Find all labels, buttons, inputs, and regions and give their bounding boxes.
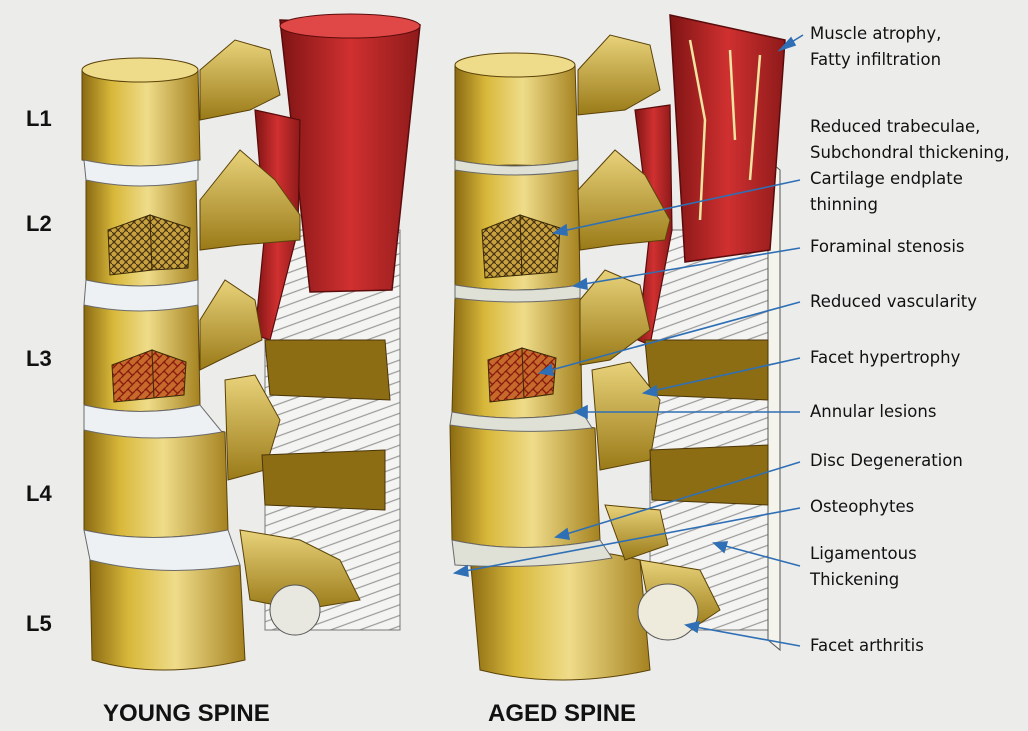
- annotation-facet-arthritis: Facet arthritis: [810, 633, 924, 659]
- level-label-l4: L4: [26, 481, 52, 507]
- annotation-disc-degeneration: Disc Degeneration: [810, 448, 963, 474]
- young-spine-title: YOUNG SPINE: [103, 700, 270, 728]
- level-label-l3: L3: [26, 346, 52, 372]
- level-label-l1: L1: [26, 106, 52, 132]
- annotation-ligamentous-thickening: Ligamentous Thickening: [810, 541, 917, 593]
- annotation-muscle-atrophy: Muscle atrophy, Fatty infiltration: [810, 21, 941, 73]
- annotation-vascularity: Reduced vascularity: [810, 289, 977, 315]
- level-label-l2: L2: [26, 211, 52, 237]
- young-spine: [82, 14, 420, 670]
- aged-spine: [450, 15, 785, 680]
- annotation-annular-lesions: Annular lesions: [810, 399, 936, 425]
- annotation-trabeculae: Reduced trabeculae, Subchondral thickeni…: [810, 114, 1010, 218]
- annotation-foraminal-stenosis: Foraminal stenosis: [810, 234, 965, 260]
- annotation-facet-hypertrophy: Facet hypertrophy: [810, 345, 960, 371]
- annotation-osteophytes: Osteophytes: [810, 494, 914, 520]
- aged-muscle: [670, 15, 785, 262]
- level-label-l5: L5: [26, 611, 52, 637]
- aged-spine-title: AGED SPINE: [488, 700, 636, 728]
